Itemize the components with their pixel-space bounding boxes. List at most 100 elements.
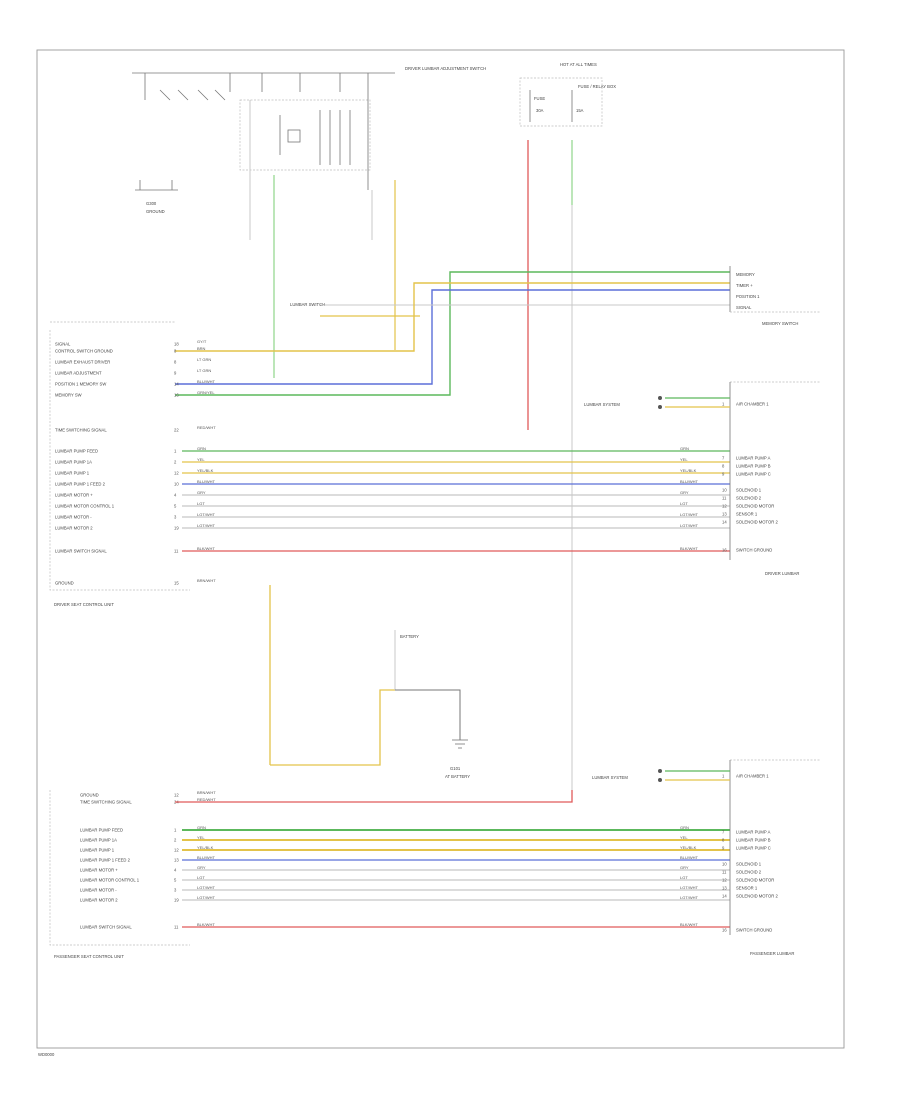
passenger-pin-label: LUMBAR SWITCH SIGNAL bbox=[80, 925, 132, 930]
passenger-pin-color: LGT/WHT bbox=[197, 895, 216, 900]
driver-pin-label: LUMBAR MOTOR 2 bbox=[55, 526, 93, 531]
passenger-pin-label: LUMBAR PUMP FEED bbox=[80, 828, 123, 833]
driver-lumbar-pin-label: SWITCH GROUND bbox=[736, 548, 772, 553]
passenger-lumbar-pin-label: SENSOR 1 bbox=[736, 886, 758, 891]
driver-pin-label: LUMBAR PUMP 1 FEED 2 bbox=[55, 482, 106, 487]
passenger-pin-color: YEL/BLK bbox=[197, 845, 214, 850]
driver-pin-number: 3 bbox=[174, 515, 177, 520]
driver-lumbar-label: DRIVER LUMBAR bbox=[765, 571, 799, 576]
driver-lumbar-pin-number: 9 bbox=[722, 472, 725, 477]
driver-pin-color: GRY bbox=[197, 490, 206, 495]
passenger-pin-color: LGT/WHT bbox=[197, 885, 216, 890]
passenger-pin-label: LUMBAR MOTOR CONTROL 1 bbox=[80, 878, 140, 883]
passenger-lumbar-pin-label: SOLENOID 2 bbox=[736, 870, 762, 875]
passenger-lumbar-pin-number: 11 bbox=[722, 870, 727, 875]
passenger-pin-number: 12 bbox=[174, 848, 179, 853]
driver-lumbar-pin-label: SOLENOID MOTOR 2 bbox=[736, 520, 778, 525]
passenger-lumbar-wire-color: LGT/WHT bbox=[680, 885, 699, 890]
driver-lumbar-pin-label: LUMBAR PUMP A bbox=[736, 456, 771, 461]
driver-pin-color: RED/WHT bbox=[197, 425, 216, 430]
driver-lumbar-switch: DRIVER LUMBAR ADJUSTMENT SWITCH bbox=[132, 66, 486, 190]
driver-lumbar-pin-label: SENSOR 1 bbox=[736, 512, 758, 517]
driver-lumbar-pin-number: 10 bbox=[722, 488, 727, 493]
driver-pin-color: BRN/WHT bbox=[197, 578, 216, 583]
driver-lumbar-pin-label: SOLENOID MOTOR bbox=[736, 504, 774, 509]
passenger-lumbar-pin-number: 13 bbox=[722, 886, 727, 891]
driver-lumbar-pin-number: 16 bbox=[722, 548, 727, 553]
passenger-lumbar-wire-color: GRN bbox=[680, 825, 689, 830]
passenger-pin-color: RED/WHT bbox=[197, 797, 216, 802]
driver-pin-label: LUMBAR PUMP 1 bbox=[55, 471, 90, 476]
passenger-lumbar-pin-number: 1 bbox=[722, 774, 725, 779]
driver-lumbar-wire-color: BLK/WHT bbox=[680, 546, 698, 551]
passenger-lumbar-connector: LUMBAR SYSTEM PASSENGER LUMBAR bbox=[592, 759, 820, 956]
passenger-lumbar-pin-number: 12 bbox=[722, 878, 727, 883]
wire-yellow-memory bbox=[175, 282, 730, 352]
driver-pin-color: GRN/YEL bbox=[197, 390, 215, 395]
page-frame bbox=[36, 49, 845, 1049]
passenger-lumbar-pin-label: SOLENOID 1 bbox=[736, 862, 762, 867]
driver-pin-color: BLU/WHT bbox=[197, 379, 216, 384]
driver-pin-number: 11 bbox=[174, 549, 179, 554]
memory-switch: MEMORY TIMER + POSITION 1 SIGNAL MEMORY … bbox=[729, 266, 820, 326]
memory-pin-2-label: TIMER + bbox=[736, 283, 753, 288]
passenger-pin-number: 5 bbox=[174, 878, 177, 883]
driver-lumbar-connector: LUMBAR SYSTEM DRIVER LUMBAR bbox=[584, 381, 820, 576]
driver-pin-label: GROUND bbox=[55, 581, 74, 586]
lumbar-switch: LUMBAR SWITCH bbox=[290, 302, 420, 317]
driver-pin-label: LUMBAR SWITCH SIGNAL bbox=[55, 549, 107, 554]
driver-pin-number: 14 bbox=[174, 382, 179, 387]
driver-lumbar-pin-number: 8 bbox=[722, 464, 725, 469]
driver-lumbar-system-label: LUMBAR SYSTEM bbox=[584, 402, 620, 407]
passenger-lumbar-wire-color: YEL/BLK bbox=[680, 845, 697, 850]
passenger-pin-number: 4 bbox=[174, 868, 177, 873]
driver-pin-number: 18 bbox=[174, 342, 179, 347]
driver-lumbar-pin-number: 11 bbox=[722, 496, 727, 501]
fuse-d-rating: 15A bbox=[576, 108, 584, 113]
passenger-pin-color: LGT bbox=[197, 875, 205, 880]
passenger-seat-control-unit: PASSENGER SEAT CONTROL UNIT bbox=[49, 790, 190, 959]
driver-pin-color: BRN bbox=[197, 346, 206, 351]
passenger-pin-number: 13 bbox=[174, 858, 179, 863]
passenger-lumbar-pin-label: SOLENOID MOTOR 2 bbox=[736, 894, 778, 899]
lumbar-switch-label: LUMBAR SWITCH bbox=[290, 302, 325, 307]
passenger-lumbar-wire-color: GRY bbox=[680, 865, 689, 870]
driver-pin-label: LUMBAR PUMP 1A bbox=[55, 460, 92, 465]
battery-ground-label: G101 bbox=[450, 766, 461, 771]
driver-lumbar-pin-number: 13 bbox=[722, 512, 727, 517]
passenger-pin-number: 11 bbox=[174, 925, 179, 930]
passenger-pin-label: LUMBAR PUMP 1 bbox=[80, 848, 115, 853]
memory-pin-1-label: MEMORY bbox=[736, 272, 755, 277]
driver-lumbar-pin-label: SOLENOID 2 bbox=[736, 496, 762, 501]
driver-pin-label: LUMBAR PUMP FEED bbox=[55, 449, 98, 454]
driver-pin-label: LUMBAR MOTOR + bbox=[55, 493, 93, 498]
driver-pin-number: 9 bbox=[174, 371, 177, 376]
driver-pin-number: 8 bbox=[174, 349, 177, 354]
wire-red-passenger bbox=[175, 790, 573, 803]
passenger-pin-label: LUMBAR MOTOR + bbox=[80, 868, 118, 873]
driver-lumbar-wire-color: LGT bbox=[680, 501, 688, 506]
driver-pin-color: BLU/WHT bbox=[197, 479, 216, 484]
passenger-pin-number: 3 bbox=[174, 888, 177, 893]
passenger-lumbar-pin-label: SOLENOID MOTOR bbox=[736, 878, 774, 883]
passenger-pin-label: LUMBAR PUMP 1 FEED 2 bbox=[80, 858, 131, 863]
battery-ground-sublabel: AT BATTERY bbox=[445, 774, 470, 779]
passenger-pin-number: 2 bbox=[174, 838, 177, 843]
battery-circuit: BATTERY G101 AT BATTERY bbox=[269, 585, 470, 779]
driver-pin-number: 2 bbox=[174, 460, 177, 465]
driver-seat-control-unit: DRIVER SEAT CONTROL UNIT bbox=[49, 321, 190, 607]
driver-lumbar-pin-label: LUMBAR PUMP C bbox=[736, 472, 771, 477]
driver-pin-label: POSITION 1 MEMORY SW bbox=[55, 382, 106, 387]
passenger-pin-label: LUMBAR PUMP 1A bbox=[80, 838, 117, 843]
passenger-pin-number: 12 bbox=[174, 793, 179, 798]
driver-lumbar-pin-number: 12 bbox=[722, 504, 727, 509]
driver-pin-number: 10 bbox=[174, 482, 179, 487]
driver-pin-number: 5 bbox=[174, 504, 177, 509]
driver-pin-number: 19 bbox=[174, 526, 179, 531]
driver-pin-color: LT GRN bbox=[197, 357, 211, 362]
driver-lumbar-pin-number: 1 bbox=[722, 402, 725, 407]
